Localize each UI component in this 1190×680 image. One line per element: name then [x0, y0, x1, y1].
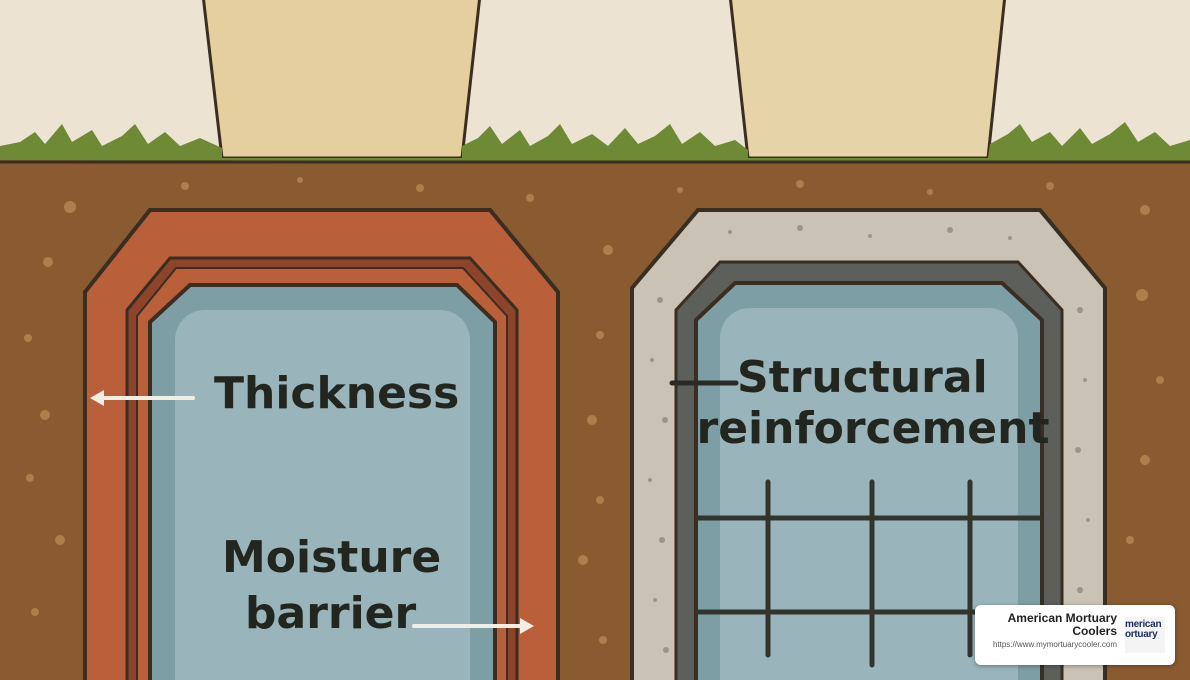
moisture-barrier-label: Moisture barrier	[222, 532, 457, 639]
right-casket-inner-panel	[720, 308, 1018, 680]
grass-strip	[0, 122, 1190, 162]
moisture-barrier-label-line-2: barrier	[245, 588, 417, 639]
structural-reinforcement-label-line-1: Structural	[737, 352, 988, 403]
brand-watermark-card[interactable]: American Mortuary Coolers https://www.my…	[975, 605, 1175, 665]
soil-speckles	[24, 177, 1164, 644]
structural-reinforcement-label-line-2: reinforcement	[697, 403, 1050, 454]
brand-logo: merican ortuary	[1125, 617, 1165, 653]
brand-url: https://www.mymortuarycooler.com	[992, 640, 1117, 649]
right-headstone	[729, 0, 1006, 160]
structural-reinforcement-label: Structural reinforcement	[697, 352, 1050, 454]
moisture-barrier-label-line-1: Moisture	[222, 532, 441, 583]
left-casket-inner-panel	[175, 310, 470, 680]
thickness-arrow	[90, 390, 195, 406]
thickness-label: Thickness	[214, 368, 459, 419]
left-headstone	[202, 0, 481, 160]
concrete-speckles	[648, 225, 1090, 653]
moisture-barrier-arrow	[412, 618, 534, 634]
brand-logo-text: merican ortuary	[1125, 619, 1162, 640]
brand-name: American Mortuary Coolers	[1007, 611, 1117, 638]
